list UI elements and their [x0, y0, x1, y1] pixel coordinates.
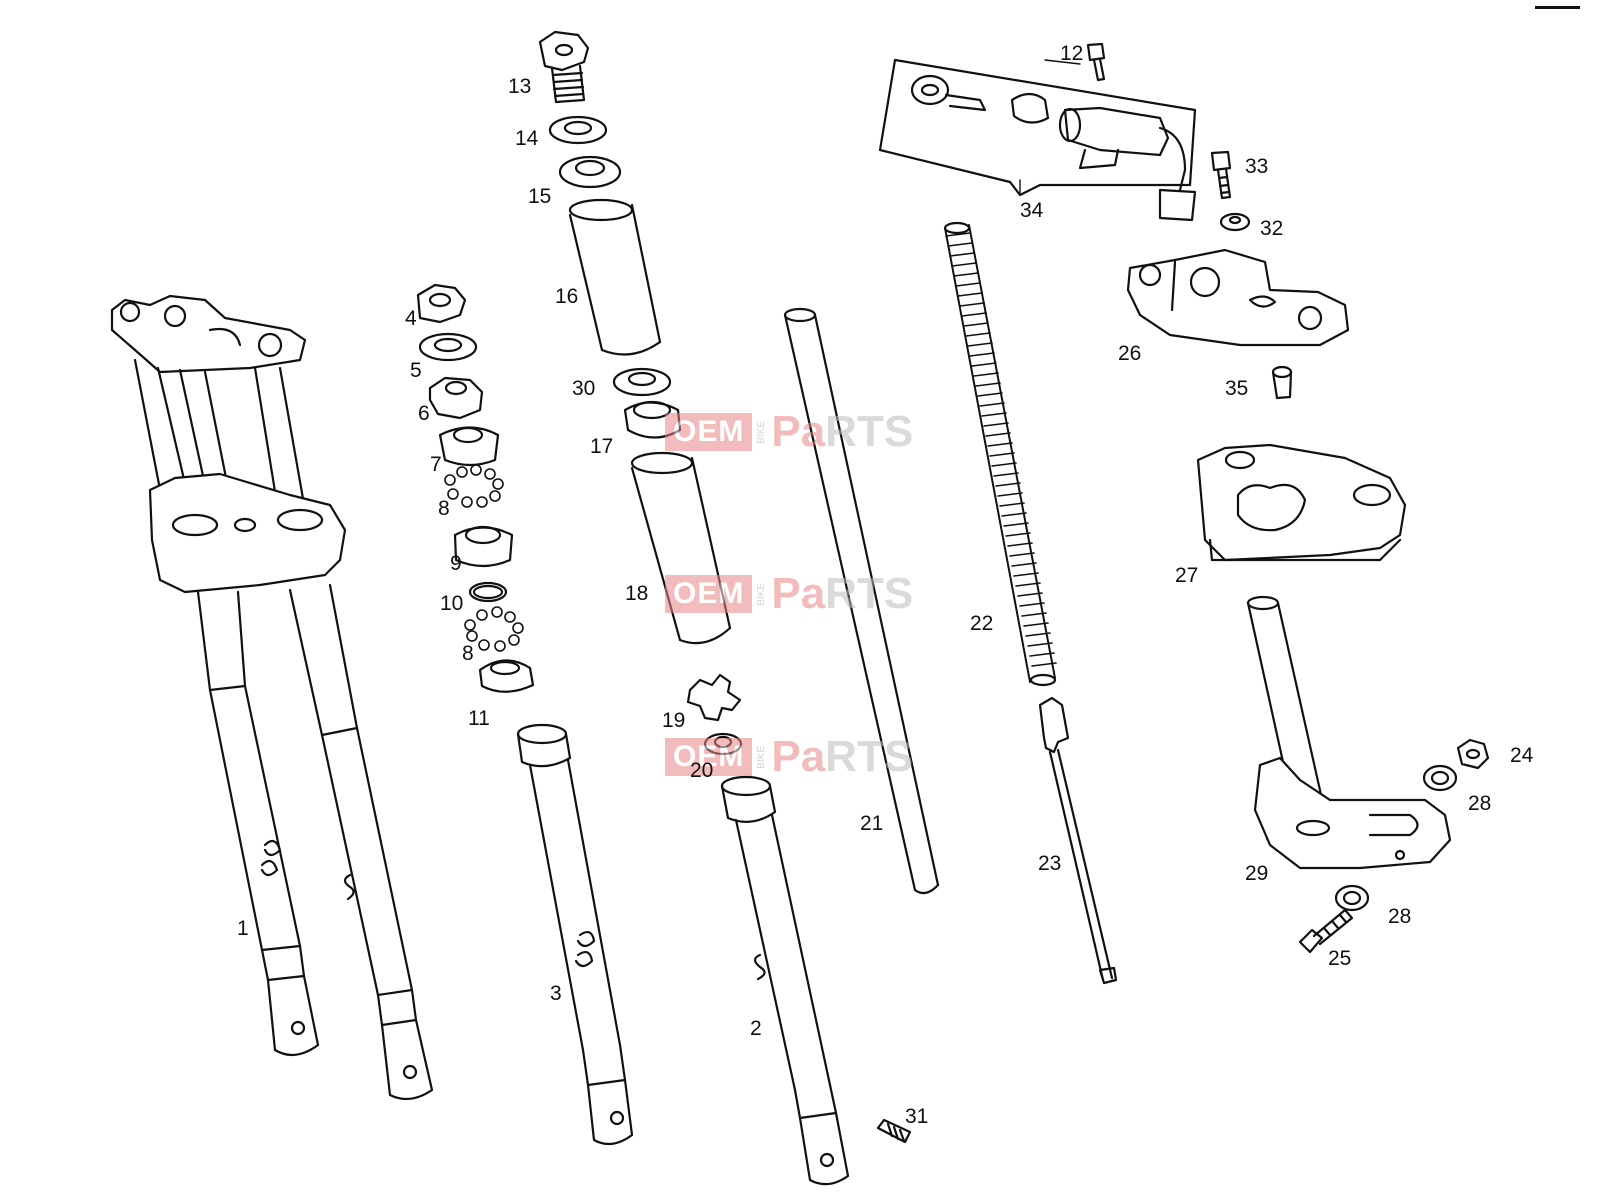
callout-25: 25	[1328, 947, 1352, 970]
callout-35: 35	[1225, 377, 1249, 400]
parts-19-20	[686, 673, 743, 756]
part-34-ignition-lock-kit	[878, 58, 1197, 222]
callout-19: 19	[662, 709, 686, 732]
part-32-washer	[1219, 212, 1251, 232]
callout-33: 33	[1245, 155, 1269, 178]
ball-ring-lower	[464, 606, 524, 652]
callout-13: 13	[508, 75, 532, 98]
ball-ring-upper	[444, 464, 504, 508]
callout-9: 9	[450, 552, 462, 575]
callout-17: 17	[590, 435, 614, 458]
bearing-stack-4-11	[416, 283, 535, 693]
callout-22: 22	[970, 612, 994, 635]
callout-28: 28	[1388, 905, 1412, 928]
callout-2: 2	[750, 1017, 762, 1040]
part-28-washer-lower	[1334, 884, 1370, 912]
callout-27: 27	[1175, 564, 1199, 587]
callout-4: 4	[405, 307, 417, 330]
part-21-rod	[783, 307, 940, 895]
part-2-fork-leg	[720, 775, 850, 1186]
callout-20: 20	[690, 759, 714, 782]
callout-23: 23	[1038, 852, 1062, 875]
part-26-top-plate	[1126, 248, 1350, 347]
callout-29: 29	[1245, 862, 1269, 885]
part-3-fork-leg	[516, 723, 634, 1146]
callout-28: 28	[1468, 792, 1492, 815]
part-35-bushing	[1271, 365, 1293, 400]
callout-14: 14	[515, 127, 539, 150]
part-23-damper-rod	[1038, 696, 1118, 985]
damper-stack-13-18	[538, 30, 732, 645]
callout-3: 3	[550, 982, 562, 1005]
part-1-fork-assembly	[110, 294, 434, 1101]
part-28-washer-upper	[1422, 764, 1458, 792]
callout-11: 11	[468, 707, 490, 730]
part-22-spring	[943, 221, 1057, 687]
corner-rule	[1535, 0, 1580, 9]
callout-5: 5	[410, 359, 422, 382]
part-31-screw	[876, 1118, 912, 1144]
leader-lines	[1019, 59, 1081, 194]
callout-15: 15	[528, 185, 552, 208]
callout-12: 12	[1060, 42, 1084, 65]
callout-26: 26	[1118, 342, 1142, 365]
callout-6: 6	[418, 402, 430, 425]
part-25-bolt	[1298, 908, 1354, 954]
callout-16: 16	[555, 285, 579, 308]
callout-31: 31	[905, 1105, 929, 1128]
callout-32: 32	[1260, 217, 1284, 240]
callout-8: 8	[462, 642, 474, 665]
callout-21: 21	[860, 812, 884, 835]
callout-24: 24	[1510, 744, 1534, 767]
part-29-steering-stem	[1246, 595, 1452, 870]
spring-coils	[945, 232, 1057, 667]
callout-7: 7	[430, 453, 442, 476]
callout-34: 34	[1020, 199, 1044, 222]
part-12-screw	[1086, 42, 1106, 82]
part-24-nut	[1456, 738, 1490, 770]
part-33-screw	[1210, 150, 1232, 200]
callout-18: 18	[625, 582, 649, 605]
callout-8: 8	[438, 497, 450, 520]
part-27-lower-yoke	[1196, 443, 1407, 562]
callout-10: 10	[440, 592, 464, 615]
callout-1: 1	[237, 917, 249, 940]
callout-30: 30	[572, 377, 596, 400]
